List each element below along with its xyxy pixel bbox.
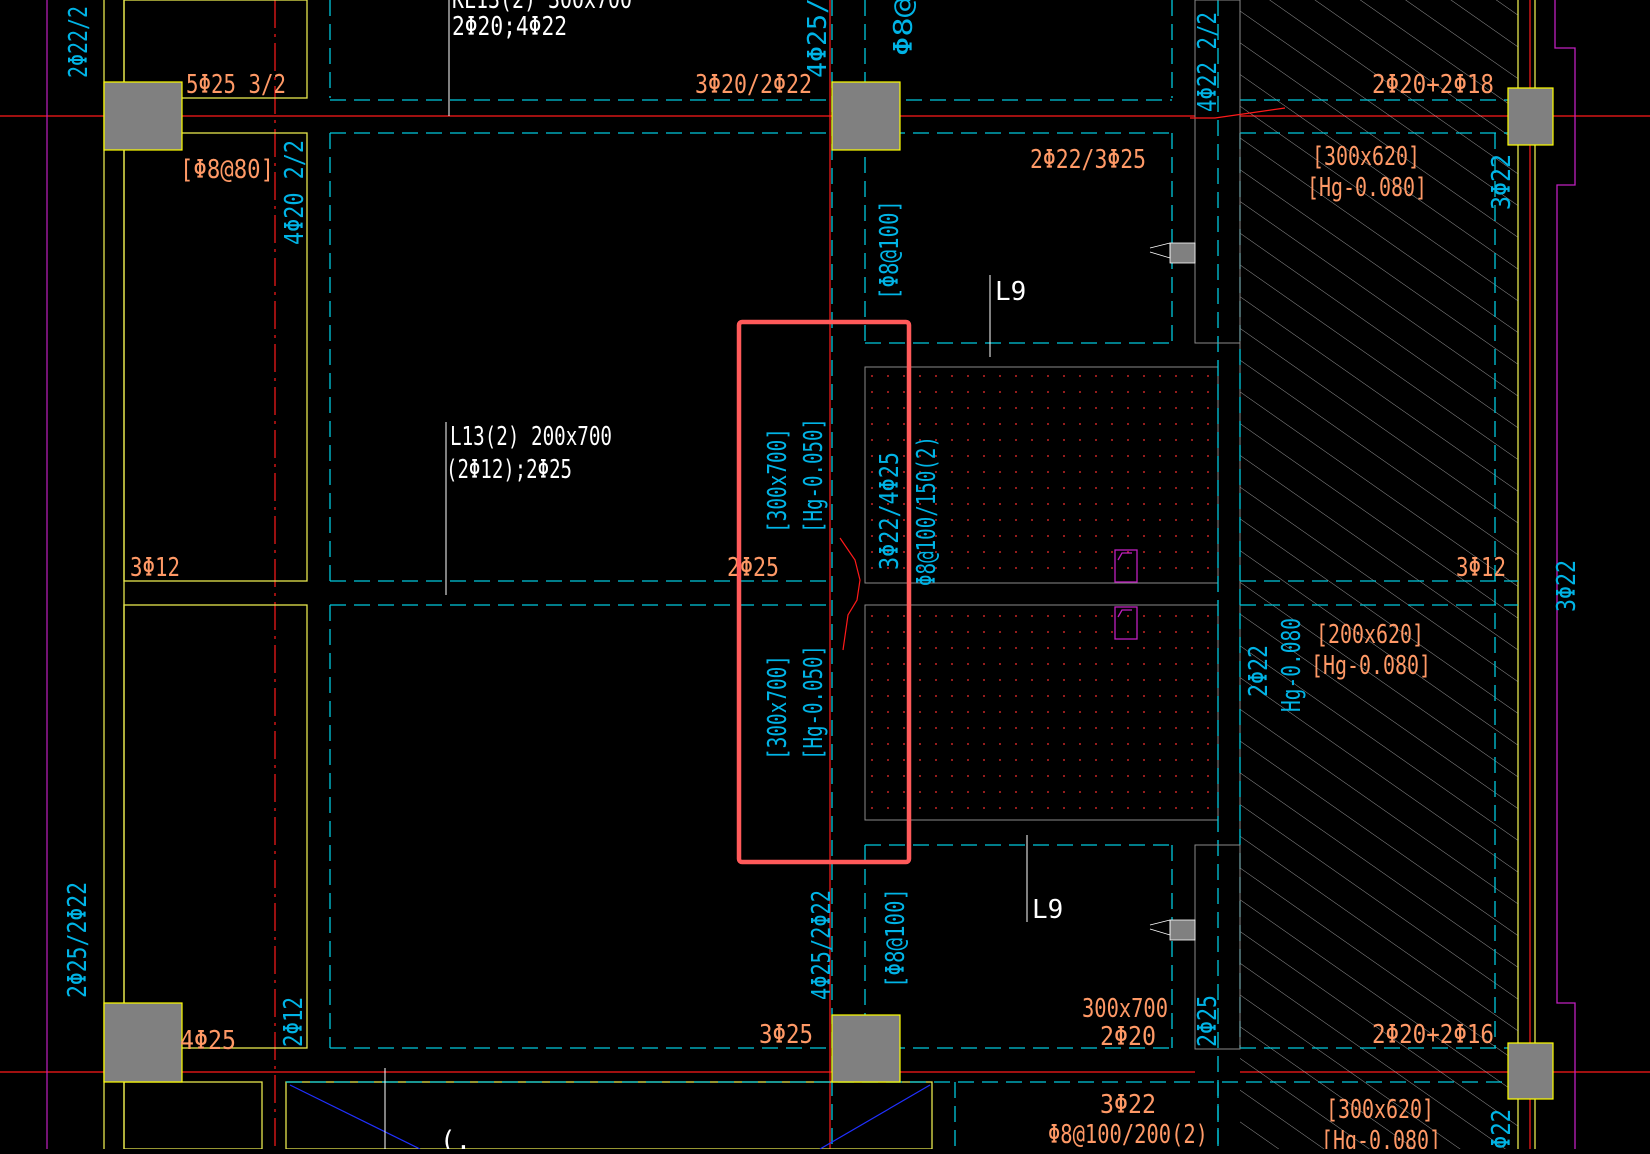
label-section-b-size: [200x620]: [1316, 620, 1424, 650]
column-top-left: [103, 81, 183, 151]
label-bottom-center-bar: 3Φ22: [1100, 1090, 1156, 1120]
label-far-right-vert: 3Φ22: [1552, 560, 1582, 612]
label-mid-2phi25: 2Φ25: [727, 553, 779, 583]
label-sect-upper-size: [300x700]: [763, 428, 793, 533]
label-l13-reinf: (2Φ12);2Φ25: [446, 455, 572, 485]
column-bottom-right: [1507, 1042, 1554, 1100]
break-symbol: [839, 537, 861, 651]
column-top-right: [1507, 87, 1554, 146]
label-mid-right-bar: 2Φ22/3Φ25: [1030, 145, 1146, 175]
label-lower-center-vert: 4Φ25/2Φ22: [807, 890, 837, 1000]
label-top-right-bar: 2Φ20+2Φ18: [1372, 70, 1494, 100]
label-left-top-vert: 2Φ22/2: [64, 6, 94, 78]
label-bottom-right-vert: Φ22: [1487, 1109, 1517, 1149]
connector-blocks: [1149, 242, 1196, 941]
break-marker: [1190, 107, 1286, 119]
column-top-center: [831, 81, 901, 151]
label-bottom-right-bar: 2Φ20+2Φ16: [1372, 1020, 1494, 1050]
label-right-vert-bar-a: 3Φ22: [1487, 154, 1517, 210]
label-sect-upper-level: [Hg-0.050]: [799, 418, 829, 533]
hatched-area: [1240, 0, 1518, 1149]
label-right-mid-bar: 3Φ12: [1456, 553, 1506, 583]
magenta-symbols: [1114, 549, 1138, 640]
label-right-vert-bar-b: 2Φ22: [1244, 645, 1274, 697]
label-left-lower-vert: 2Φ25/2Φ22: [63, 882, 93, 998]
label-section-a-size: [300x620]: [1312, 142, 1420, 172]
label-beam-vert-reinf: 3Φ22/4Φ25: [875, 452, 905, 570]
label-lower-right-bar: 2Φ20: [1100, 1022, 1156, 1052]
label-col-top-left-bar: 5Φ25 3/2: [186, 70, 286, 100]
label-vert-stirrup-upper: [Φ8@100]: [875, 200, 905, 300]
dotted-slab-zones: [864, 0, 1241, 846]
label-l13-name: L13(2) 200x700: [450, 422, 612, 452]
label-section-a-level: [Hg-0.080]: [1307, 173, 1427, 203]
beams-dashed: [286, 0, 1518, 1149]
columns: [103, 81, 1554, 1100]
label-left-vert-bar: 4Φ20 2/2: [280, 140, 310, 245]
column-bottom-center: [831, 1014, 901, 1083]
label-bottom-center-stirrup: Φ8@100/200(2): [1048, 1120, 1208, 1149]
label-l9-upper: L9: [995, 277, 1026, 307]
label-top-beam-reinf: 2Φ20;4Φ22: [452, 12, 567, 42]
label-stirrup-left: [Φ8@80]: [180, 155, 274, 185]
leader-lines: [384, 0, 1028, 1149]
label-section-c-level: [Hg-0.080]: [1321, 1126, 1441, 1149]
label-section-c-size: [300x620]: [1326, 1095, 1434, 1125]
annotations: KL13(2) 300x700 2Φ20;4Φ22 L9 L13(2) 200x…: [63, 0, 1582, 1154]
label-vert-stirrup-lower: [Φ8@100]: [881, 888, 911, 988]
label-top-mid-bar: 3Φ20/2Φ22: [695, 70, 812, 100]
blue-lines: [289, 1084, 931, 1150]
label-sect-lower-size: [300x700]: [763, 655, 793, 760]
label-left-mid-bar: 3Φ12: [130, 553, 180, 583]
outline-right: [1554, 0, 1576, 1149]
label-l9-lower: L9: [1032, 895, 1063, 925]
label-top-center-vert: 4Φ25/: [803, 0, 833, 78]
label-col-bottom-left-bar: 4Φ25: [180, 1026, 236, 1056]
label-beam-vert-stirrup: Φ8@100/150(2): [912, 436, 942, 586]
highlight-selection-box[interactable]: [736, 319, 912, 865]
label-bottom-mid-bar: 3Φ25: [759, 1020, 813, 1050]
label-right-top-vert: 4Φ22 2/2: [1193, 12, 1223, 112]
label-lower-right-size: 300x700: [1082, 994, 1168, 1024]
label-lower-right-vert: 2Φ25: [1193, 995, 1223, 1047]
label-top-beam-name: KL13(2) 300x700: [452, 0, 632, 15]
column-bottom-left: [103, 1002, 183, 1083]
label-top-vert-stirrup: Φ8@: [889, 0, 919, 56]
label-right-vert-level-b: Hg-0.080: [1277, 618, 1307, 712]
label-section-b-level: [Hg-0.080]: [1311, 651, 1431, 681]
wall-strips-right: [1194, 0, 1241, 1050]
label-lower-left-vert-bar: 2Φ12: [279, 997, 309, 1047]
label-sect-lower-level: [Hg-0.050]: [799, 645, 829, 760]
label-bottom-left-partial: (.: [440, 1126, 471, 1149]
